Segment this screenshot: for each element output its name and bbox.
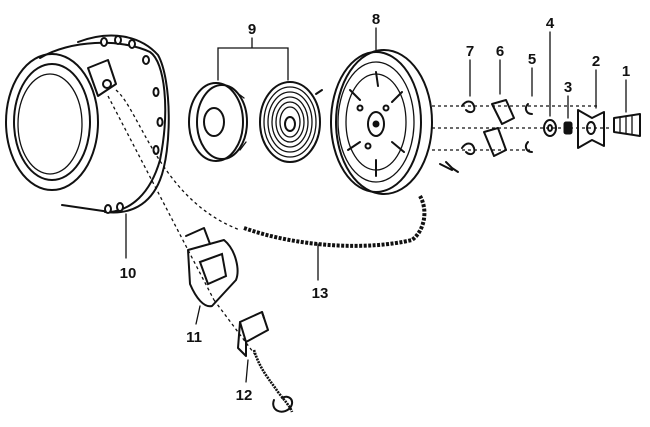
part-number-1: 1	[622, 63, 630, 80]
spring-cover	[188, 82, 248, 162]
label-9-bracket	[217, 37, 289, 81]
flange-bolt-holes	[100, 35, 164, 214]
friction-plate	[577, 109, 605, 149]
part-number-10: 10	[120, 265, 137, 282]
part-number-5: 5	[528, 51, 536, 68]
part-number-labels: 1 2 3 4 5 6 7 8 9 10 11 12 13	[120, 11, 631, 404]
rope-end-knot	[252, 349, 294, 413]
part-number-13: 13	[312, 285, 329, 302]
label-12-leader	[245, 359, 249, 383]
part-number-11: 11	[186, 329, 202, 346]
starter-housing	[5, 34, 170, 214]
part-number-9: 9	[248, 21, 256, 38]
retainer-clips	[524, 103, 533, 153]
part-number-7: 7	[466, 43, 474, 60]
starter-rope	[243, 195, 427, 248]
starter-handle	[185, 227, 239, 308]
starter-pulley	[330, 49, 433, 195]
label-11-leader	[195, 305, 201, 325]
assembly-centerlines	[107, 89, 612, 357]
recoil-spring	[259, 81, 323, 163]
part-number-6: 6	[496, 43, 504, 60]
part-number-3: 3	[564, 79, 572, 96]
part-number-12: 12	[236, 387, 253, 404]
pulley-screw	[439, 161, 459, 173]
center-bolt	[613, 113, 641, 137]
part-number-2: 2	[592, 53, 600, 70]
part-number-8: 8	[372, 11, 380, 28]
part-number-4: 4	[546, 15, 555, 32]
handle-insert	[237, 311, 269, 357]
